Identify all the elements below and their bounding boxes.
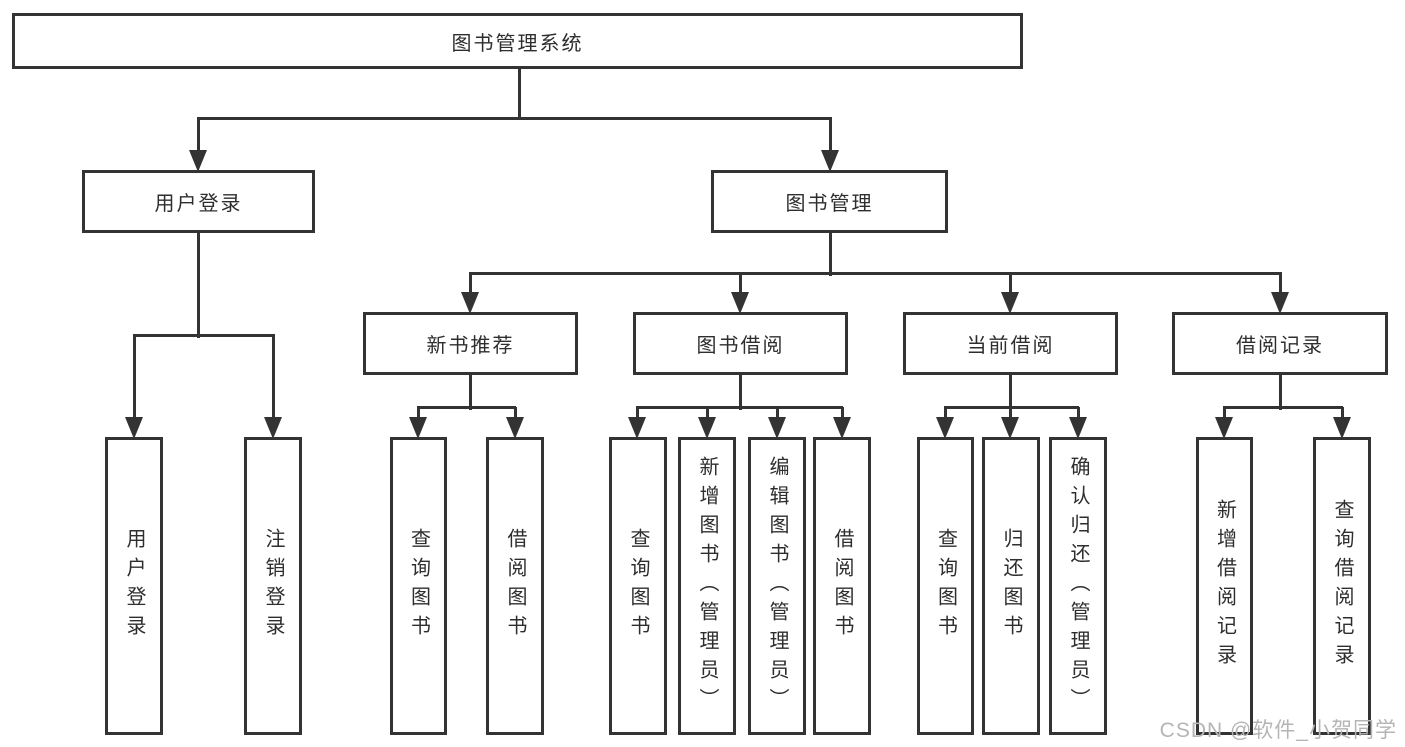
node-current-borrow: 当前借阅	[903, 312, 1118, 375]
csdn-watermark: CSDN @软件_小贺同学	[1159, 719, 1397, 742]
node-book-management: 图书管理	[711, 170, 948, 233]
connector-line	[706, 407, 709, 419]
node-borrow-record: 借阅记录	[1172, 312, 1388, 375]
connector-line	[417, 406, 516, 409]
connector-line	[469, 375, 472, 410]
node-book-borrow: 图书借阅	[633, 312, 848, 375]
connector-line	[944, 406, 1079, 409]
arrow-down-icon	[698, 417, 716, 439]
leaf-add-borrow-record: 新增借阅记录	[1196, 437, 1253, 735]
leaf-label: 确认归还（管理员）	[1067, 455, 1089, 717]
leaf-user-login: 用户登录	[105, 437, 163, 735]
arrow-down-icon	[264, 417, 282, 439]
connector-line	[636, 406, 843, 409]
connector-line	[197, 118, 200, 152]
leaf-query-book-borrow: 查询图书	[609, 437, 667, 735]
connector-line	[1009, 375, 1012, 419]
leaf-label: 查询图书	[934, 528, 957, 644]
leaf-label: 查询借阅记录	[1331, 499, 1353, 673]
connector-line	[944, 407, 947, 419]
connector-line	[1341, 407, 1344, 419]
leaf-label: 归还图书	[1000, 528, 1022, 644]
connector-line	[197, 117, 832, 120]
connector-line	[469, 273, 472, 295]
connector-line	[1223, 407, 1226, 419]
arrow-down-icon	[506, 417, 524, 439]
arrow-down-icon	[833, 417, 851, 439]
arrow-down-icon	[125, 417, 143, 439]
leaf-label: 查询图书	[407, 528, 430, 644]
connector-line	[1279, 375, 1282, 410]
leaf-label: 借阅图书	[504, 528, 526, 644]
leaf-label: 注销登录	[262, 528, 284, 644]
arrow-down-icon	[1001, 292, 1019, 314]
arrow-down-icon	[936, 417, 954, 439]
arrow-down-icon	[1271, 292, 1289, 314]
node-new-book-recommend: 新书推荐	[363, 312, 578, 375]
leaf-label: 新增借阅记录	[1213, 499, 1236, 673]
connector-line	[636, 407, 639, 419]
arrow-down-icon	[1001, 417, 1019, 439]
leaf-borrow-book-borrow: 借阅图书	[813, 437, 871, 735]
leaf-label: 新增图书（管理员）	[696, 455, 718, 717]
arrow-down-icon	[768, 417, 786, 439]
arrow-down-icon	[821, 150, 839, 172]
leaf-confirm-return-admin: 确认归还（管理员）	[1049, 437, 1107, 735]
arrow-down-icon	[1333, 417, 1351, 439]
node-library-management-system: 图书管理系统	[12, 13, 1023, 69]
leaf-query-borrow-record: 查询借阅记录	[1313, 437, 1371, 735]
connector-line	[776, 407, 779, 419]
connector-line	[829, 233, 832, 276]
connector-line	[739, 375, 742, 410]
leaf-label: 编辑图书（管理员）	[766, 455, 788, 717]
connector-line	[272, 335, 275, 419]
connector-line	[841, 407, 844, 419]
leaf-edit-book-admin: 编辑图书（管理员）	[748, 437, 806, 735]
leaf-add-book-admin: 新增图书（管理员）	[678, 437, 736, 735]
connector-line	[739, 273, 742, 295]
leaf-label: 用户登录	[123, 528, 145, 644]
arrow-down-icon	[409, 417, 427, 439]
connector-line	[1223, 406, 1343, 409]
connector-line	[1279, 273, 1282, 295]
leaf-return-book: 归还图书	[982, 437, 1040, 735]
leaf-query-book-newbook: 查询图书	[390, 437, 447, 735]
connector-line	[518, 69, 521, 120]
leaf-logout: 注销登录	[244, 437, 302, 735]
arrow-down-icon	[1215, 417, 1233, 439]
arrow-down-icon	[1069, 417, 1087, 439]
leaf-label: 查询图书	[627, 528, 649, 644]
connector-line	[197, 233, 200, 338]
arrow-down-icon	[731, 292, 749, 314]
connector-line	[133, 334, 275, 337]
leaf-label: 借阅图书	[831, 528, 853, 644]
arrow-down-icon	[461, 292, 479, 314]
arrow-down-icon	[189, 150, 207, 172]
connector-line	[1009, 273, 1012, 295]
connector-line	[469, 272, 1282, 275]
connector-line	[514, 407, 517, 419]
arrow-down-icon	[628, 417, 646, 439]
leaf-borrow-book-newbook: 借阅图书	[486, 437, 544, 735]
connector-line	[133, 335, 136, 419]
leaf-query-book-current: 查询图书	[917, 437, 974, 735]
node-user-login: 用户登录	[82, 170, 315, 233]
connector-line	[1077, 407, 1080, 419]
connector-line	[829, 118, 832, 152]
connector-line	[417, 407, 420, 419]
